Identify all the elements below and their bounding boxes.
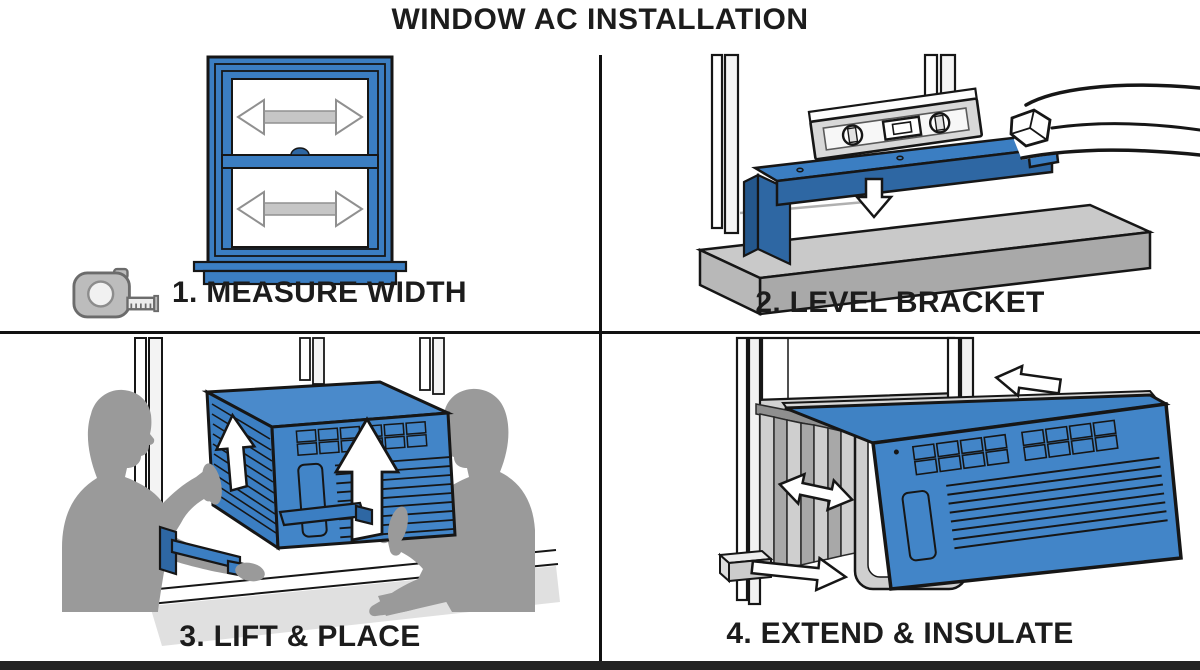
ac-front-vents [893,419,1168,562]
horizontal-divider [0,331,1200,334]
extend-arrow-icon [777,472,855,512]
step1-caption-text: 1. MEASURE WIDTH [172,276,467,309]
installer-hands-overlay [202,463,472,616]
ac-unit [201,380,457,551]
step1-caption: 1. MEASURE WIDTH [72,266,467,320]
spirit-level [807,87,984,161]
hand [1009,82,1200,160]
window-frame [192,55,408,286]
bottom-rail [278,501,374,527]
window-sill [695,203,1155,316]
step3-illustration [62,337,560,646]
step2-illustration [695,53,1200,316]
width-arrow-bottom [236,190,364,228]
step1-illustration [192,55,408,286]
page-title: WINDOW AC INSTALLATION [391,3,809,36]
step4-illustration [717,336,1183,606]
insulate-arrow-top-icon [993,363,1063,399]
tape-measure-icon [72,267,160,319]
up-arrow-front [333,416,401,542]
vertical-divider [599,55,602,661]
step3-caption: 3. LIFT & PLACE [179,620,421,653]
seal-arrow-bottom-icon [750,555,849,593]
step2-caption: 2. LEVEL BRACKET [755,286,1045,319]
ac-unit [781,389,1183,591]
down-arrow-icon [854,177,894,219]
bottom-edge-bar [0,661,1200,670]
step4-caption: 4. EXTEND & INSULATE [726,617,1074,650]
width-arrow-top [236,98,364,136]
up-arrow-left [214,412,257,493]
